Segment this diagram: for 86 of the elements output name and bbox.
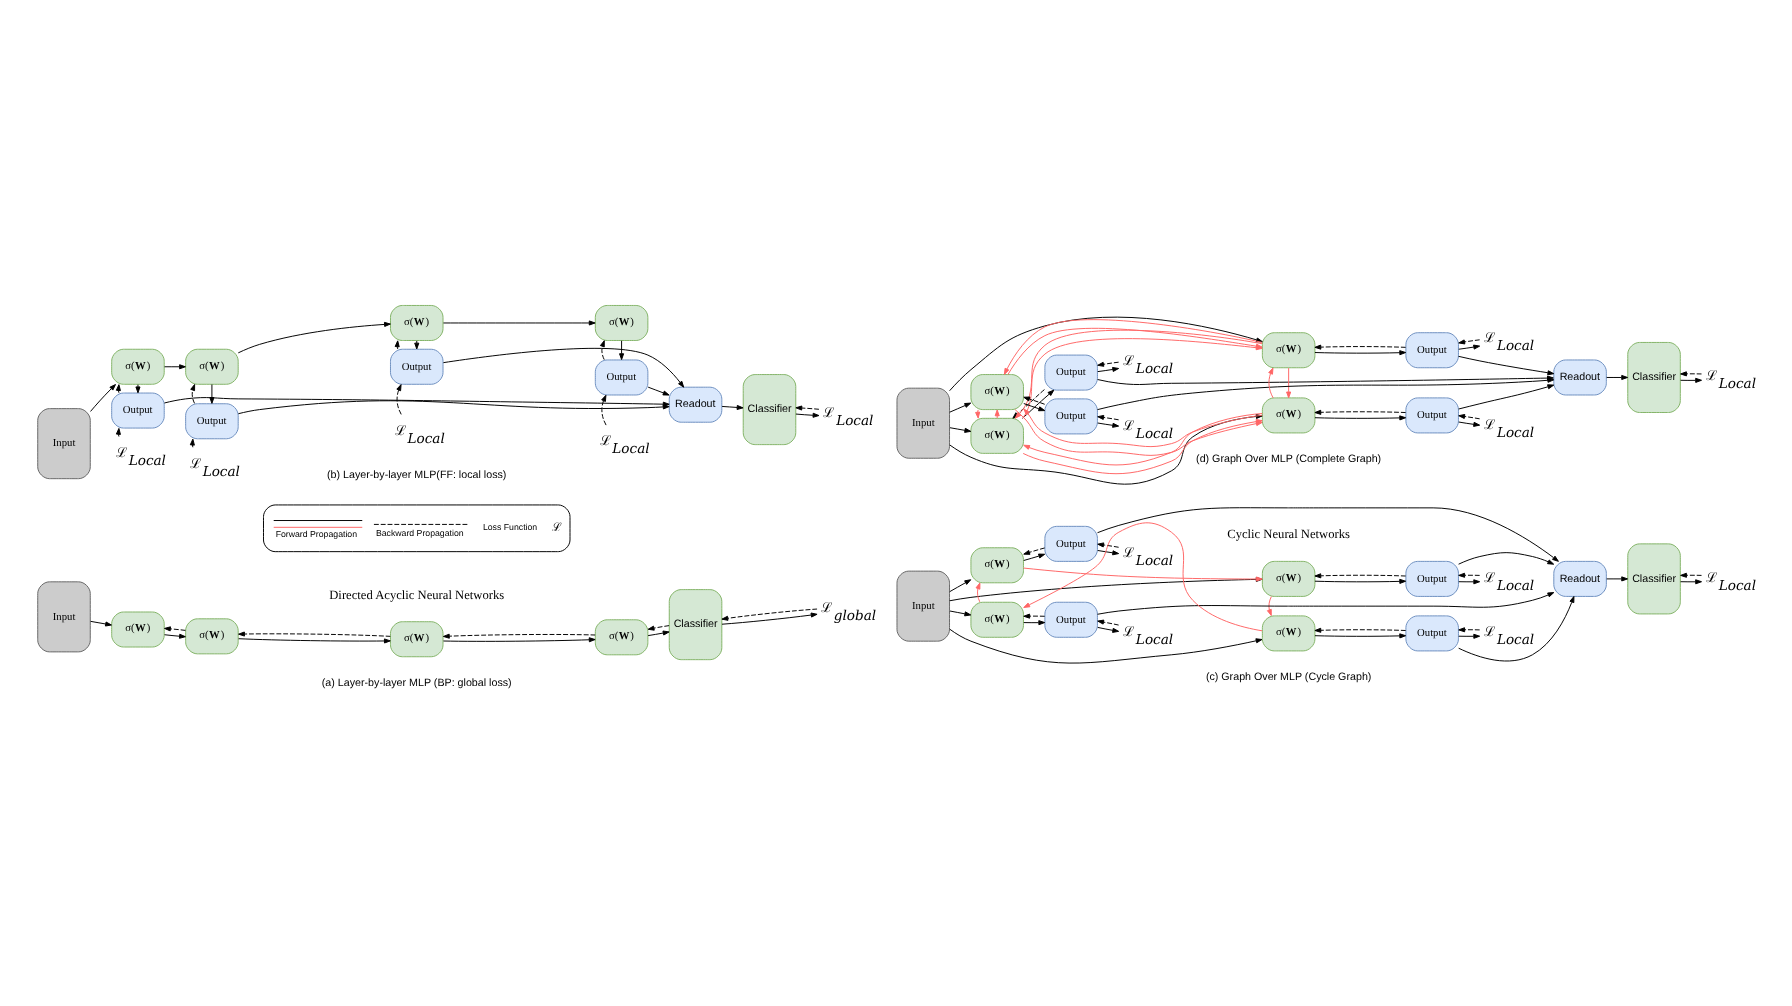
arrow: [1097, 507, 1559, 562]
arrow: [949, 579, 972, 593]
arrow: [442, 320, 596, 326]
arrow: [1314, 578, 1407, 584]
arrow: [1458, 596, 1575, 662]
arrow: [949, 576, 1263, 602]
arrow: [1458, 627, 1481, 633]
arrow: [1314, 415, 1407, 421]
arrow: [949, 402, 972, 413]
arrow: [949, 427, 972, 433]
arrow: [164, 626, 186, 632]
arrow: [1097, 414, 1120, 421]
arrow: [1023, 553, 1046, 561]
arrow: [949, 628, 1263, 664]
arrow: [1097, 619, 1120, 626]
arrow: [164, 364, 186, 370]
arrow: [396, 384, 402, 415]
arrow: [1097, 626, 1120, 633]
arrow: [1458, 413, 1481, 420]
arrow: [1458, 572, 1481, 578]
arrow: [1458, 339, 1481, 345]
arrow: [599, 340, 605, 361]
arrow: [90, 620, 112, 627]
arrow: [1023, 403, 1046, 412]
arrow: [1097, 542, 1120, 548]
arrow: [795, 405, 820, 411]
arrow: [1023, 620, 1046, 626]
arrow: [721, 404, 744, 410]
arrow: [1458, 633, 1481, 639]
arrow: [442, 633, 596, 639]
arrow: [647, 625, 670, 631]
arrow: [1458, 552, 1555, 565]
arrow: [1680, 377, 1702, 383]
arrow: [1023, 613, 1046, 619]
arrow: [1458, 579, 1481, 585]
arrow: [1680, 572, 1702, 578]
arrow: [721, 608, 818, 621]
arrow: [190, 384, 196, 404]
arrow: [1314, 344, 1407, 350]
arrow: [135, 384, 141, 394]
arrow: [1314, 409, 1407, 415]
arrow: [975, 582, 981, 603]
arrow: [1268, 367, 1274, 399]
arrow: [1680, 371, 1702, 377]
arrow: [1097, 361, 1120, 367]
arrow: [238, 638, 391, 644]
arrow: [949, 610, 972, 617]
arrow: [1458, 355, 1555, 376]
arrow: [1606, 374, 1629, 380]
arrow: [601, 394, 607, 426]
arrow: [1097, 592, 1555, 615]
arrow: [442, 637, 596, 643]
arrow: [1458, 384, 1555, 410]
arrow: [1021, 389, 1055, 419]
arrow: [1458, 344, 1481, 350]
arrow: [1606, 576, 1629, 582]
arrow: [442, 347, 685, 388]
arrow: [115, 427, 121, 438]
arrow: [647, 386, 670, 396]
arrow: [1286, 367, 1292, 399]
arrow: [394, 340, 400, 350]
arrow: [90, 384, 116, 412]
arrow: [647, 630, 670, 637]
arrow: [1023, 396, 1046, 405]
arrow: [1023, 567, 1263, 582]
arrow: [1314, 627, 1407, 633]
arrow: [1314, 573, 1407, 579]
arrow: [1097, 366, 1120, 373]
arrow: [238, 631, 391, 637]
arrow: [1458, 421, 1481, 427]
arrow: [1314, 350, 1407, 356]
arrow: [975, 409, 981, 419]
arrow: [721, 612, 818, 625]
arrow: [1023, 522, 1263, 632]
arrow: [795, 412, 820, 418]
arrow: [1680, 579, 1702, 585]
arrow: [164, 633, 186, 639]
arrow: [237, 321, 391, 354]
arrow: [1097, 422, 1120, 428]
arrow: [1023, 547, 1046, 555]
arrow: [115, 384, 121, 394]
arrow: [189, 438, 195, 448]
arrow: [1314, 633, 1407, 639]
arrow: [1097, 550, 1120, 556]
arrow: [1266, 596, 1272, 616]
arrow: [994, 409, 1000, 419]
